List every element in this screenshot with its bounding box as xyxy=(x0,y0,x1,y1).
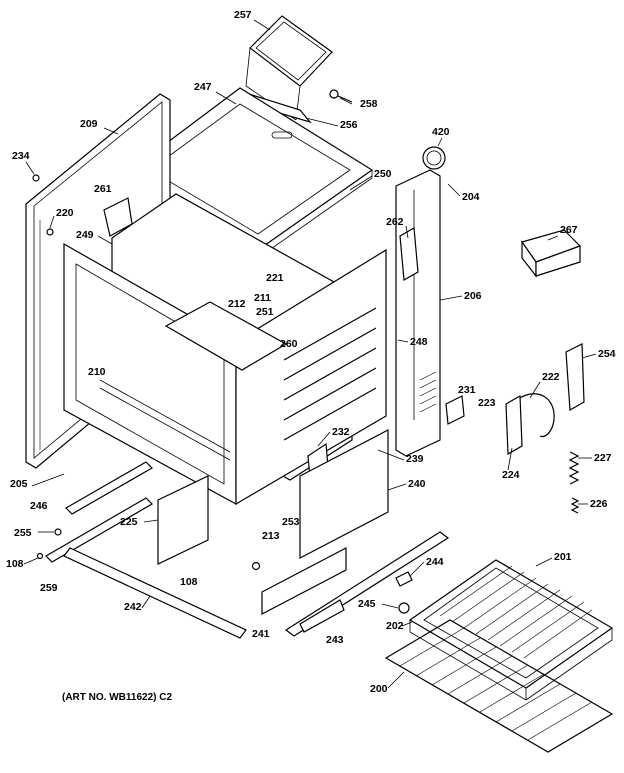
part-label: 227 xyxy=(594,452,612,464)
spring-part-227 xyxy=(568,451,580,485)
fastener-255 xyxy=(54,528,62,536)
part-label: 246 xyxy=(30,500,48,512)
part-label: 262 xyxy=(386,216,404,228)
part-label: 245 xyxy=(358,598,376,610)
rail-part-242 xyxy=(63,547,247,639)
part-labels: 257 247 258 209 256 420 234 261 250 204 … xyxy=(6,9,616,695)
part-label: 250 xyxy=(374,168,392,180)
part-label: 226 xyxy=(590,498,608,510)
panel-part-240 xyxy=(299,429,389,559)
part-label: 249 xyxy=(76,229,94,241)
fastener-234 xyxy=(32,174,40,182)
part-label: 260 xyxy=(280,338,298,350)
part-label: 108 xyxy=(6,558,24,570)
hinge-part-254 xyxy=(565,343,585,411)
part-label: 248 xyxy=(410,336,428,348)
part-label: 222 xyxy=(542,371,560,383)
part-label: 225 xyxy=(120,516,138,528)
part-label: 221 xyxy=(266,272,284,284)
small-bracket-part-231 xyxy=(445,395,465,425)
part-label: 108 xyxy=(180,576,198,588)
clip-part-244 xyxy=(395,571,413,587)
leader-lines xyxy=(23,19,597,689)
part-label: 253 xyxy=(282,516,300,528)
part-label: 206 xyxy=(464,290,482,302)
drawer-front-part-253 xyxy=(261,547,347,615)
pin-part-226 xyxy=(570,497,580,514)
part-label: 259 xyxy=(40,582,58,594)
part-label: 254 xyxy=(598,348,616,360)
knob-part-245 xyxy=(398,602,410,614)
right-side-panel-part xyxy=(395,169,441,457)
fastener-213 xyxy=(251,561,261,571)
part-label: 234 xyxy=(12,150,30,162)
fastener-220 xyxy=(46,228,54,236)
fastener-108-left xyxy=(36,552,44,560)
part-label: 210 xyxy=(88,366,106,378)
part-label: 242 xyxy=(124,601,142,613)
part-label: 267 xyxy=(560,224,578,236)
part-label: 420 xyxy=(432,126,450,138)
part-label: 247 xyxy=(194,81,212,93)
oven-body-part xyxy=(63,193,387,506)
screw-part-258 xyxy=(329,89,353,103)
part-label: 243 xyxy=(326,634,344,646)
part-label: 261 xyxy=(94,183,112,195)
part-label: 224 xyxy=(502,469,520,481)
part-label: 232 xyxy=(332,426,350,438)
part-label: 200 xyxy=(370,683,388,695)
part-label: 239 xyxy=(406,453,424,465)
broiler-pan-part-201 xyxy=(408,559,614,701)
part-label: 231 xyxy=(458,384,476,396)
part-label: 212 xyxy=(228,298,246,310)
part-label: 257 xyxy=(234,9,252,21)
drawer-panel-part-225 xyxy=(157,475,209,565)
slide-rail-part-246 xyxy=(65,461,153,515)
bracket-part-262 xyxy=(399,227,419,281)
part-label: 213 xyxy=(262,530,280,542)
part-label: 205 xyxy=(10,478,28,490)
part-label: 251 xyxy=(256,306,274,318)
part-label: 211 xyxy=(254,292,271,304)
diagram-caption: (ART NO. WB11622) C2 xyxy=(62,692,172,703)
part-label: 201 xyxy=(554,551,572,563)
round-cover-part-420 xyxy=(422,146,446,170)
part-label: 220 xyxy=(56,207,74,219)
part-label: 241 xyxy=(252,628,270,640)
part-label: 209 xyxy=(80,118,98,130)
part-label: 223 xyxy=(478,397,496,409)
part-label: 204 xyxy=(462,191,480,203)
rail-part-243 xyxy=(284,531,450,637)
part-label: 258 xyxy=(360,98,378,110)
part-label: 256 xyxy=(340,119,358,131)
oven-rack-part-200 xyxy=(384,619,614,753)
block-part-267 xyxy=(521,229,582,278)
part-label: 240 xyxy=(408,478,426,490)
slide-rail-part-259 xyxy=(45,497,153,563)
part-label: 202 xyxy=(386,620,404,632)
part-label: 244 xyxy=(426,556,444,568)
part-label: 255 xyxy=(14,527,32,539)
curved-bracket-part-222 xyxy=(505,393,555,456)
